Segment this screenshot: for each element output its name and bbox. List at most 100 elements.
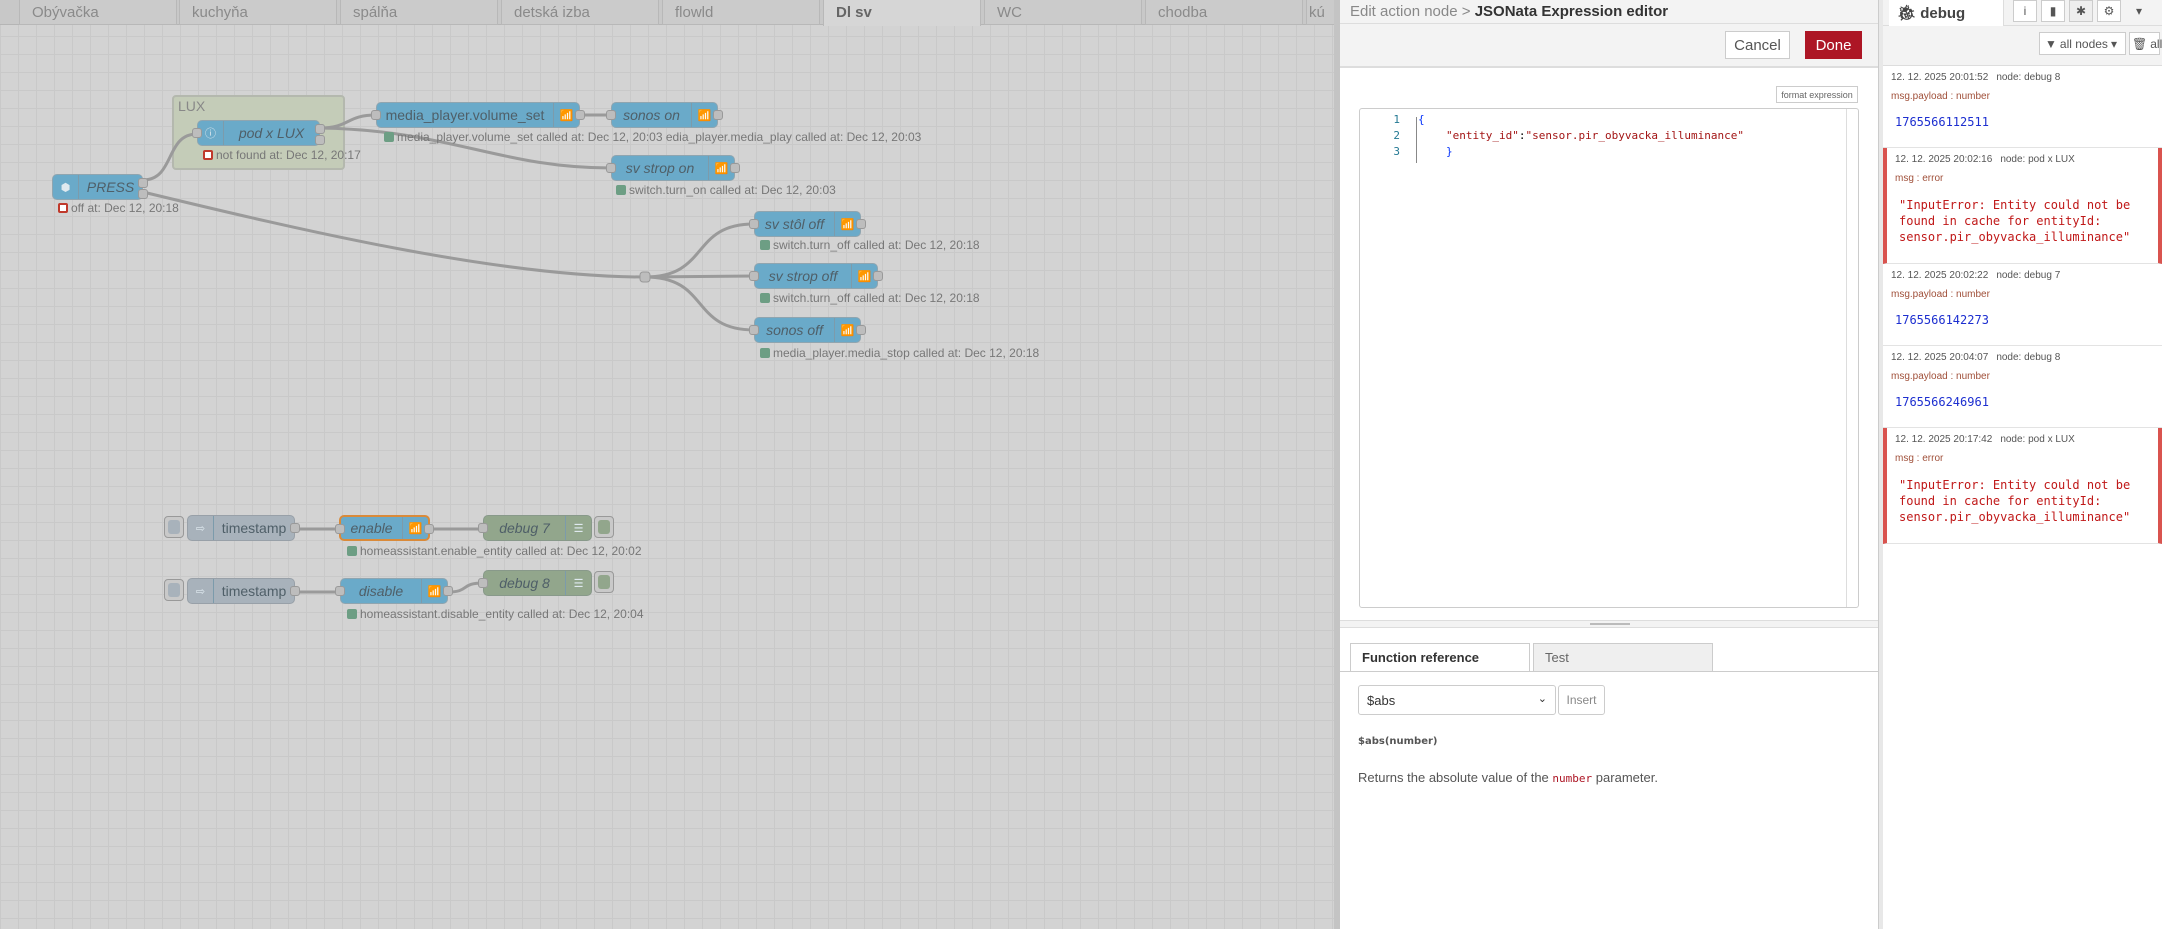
tab-spalna[interactable]: spálňa <box>340 0 498 25</box>
node-enable[interactable]: enable📶 <box>335 515 434 541</box>
function-signature: $abs(number) <box>1358 736 1438 747</box>
code-editor[interactable]: 1 { 2 "entity_id":"sensor.pir_obyvacka_i… <box>1359 108 1859 608</box>
wire <box>142 190 646 279</box>
input-port[interactable] <box>749 271 759 281</box>
arrow-right-icon: ⇨ <box>188 516 214 540</box>
node-sv-strop-off[interactable]: sv strop off📶 <box>749 263 883 289</box>
input-port[interactable] <box>749 325 759 335</box>
output-port[interactable] <box>856 219 866 229</box>
node-sv-stol-off[interactable]: sv stôl off📶 <box>749 211 866 237</box>
output-port[interactable] <box>730 163 740 173</box>
tab-flowld[interactable]: flowld <box>662 0 820 25</box>
output-port[interactable] <box>713 110 723 120</box>
message-value[interactable]: "InputError: Entity could not be found i… <box>1899 198 2138 244</box>
node-status: not found at: Dec 12, 20:17 <box>203 148 361 162</box>
node-debug-8[interactable]: debug 8☰ <box>478 570 592 596</box>
input-port[interactable] <box>371 110 381 120</box>
info-icon: ⓘ <box>198 121 224 145</box>
book-icon[interactable]: ▮ <box>2041 0 2065 22</box>
node-status: homeassistant.disable_entity called at: … <box>347 607 644 621</box>
node-volume-set[interactable]: media_player.volume_set📶 <box>371 102 585 128</box>
info-icon[interactable]: i <box>2013 0 2037 22</box>
bug-icon[interactable]: ✱ <box>2069 0 2093 22</box>
filter-nodes-dropdown[interactable]: ▼all nodes▾ <box>2039 32 2126 55</box>
tab-dl-sv[interactable]: Dl sv <box>823 0 981 26</box>
message-value[interactable]: 1765566112511 <box>1895 115 1989 129</box>
tab-kuchyna[interactable]: kuchyňa <box>179 0 337 25</box>
node-label: sv strop on <box>625 160 695 176</box>
output-port[interactable] <box>424 524 434 534</box>
tab-detska-izba[interactable]: detská izba <box>501 0 659 25</box>
insert-button[interactable]: Insert <box>1558 685 1605 715</box>
cancel-button[interactable]: Cancel <box>1725 31 1790 59</box>
inject-button[interactable] <box>164 516 184 538</box>
output-port[interactable] <box>873 271 883 281</box>
flow-canvas[interactable]: Obývačka kuchyňa spálňa detská izba flow… <box>0 0 1334 929</box>
output-port[interactable] <box>443 586 453 596</box>
input-port[interactable] <box>478 578 488 588</box>
clear-messages-button[interactable]: 🗑︎all <box>2129 32 2162 55</box>
output-port[interactable] <box>138 178 148 188</box>
message-value[interactable]: 1765566246961 <box>1895 395 1989 409</box>
input-port[interactable] <box>335 586 345 596</box>
input-port[interactable] <box>606 163 616 173</box>
router-icon: 📶 <box>402 517 428 539</box>
debug-toggle-button[interactable] <box>594 571 614 593</box>
node-sonos-off[interactable]: sonos off📶 <box>749 317 866 343</box>
output-port[interactable] <box>138 189 148 199</box>
tab-test[interactable]: Test <box>1533 643 1713 671</box>
inject-button[interactable] <box>164 579 184 601</box>
debug-toggle-button[interactable] <box>594 516 614 538</box>
debug-tab[interactable]: 🐞︎ debug <box>1889 0 2004 27</box>
node-status: homeassistant.enable_entity called at: D… <box>347 544 642 558</box>
output-port[interactable] <box>290 523 300 533</box>
node-pod-x-lux[interactable]: ⓘ pod x LUX <box>192 120 325 146</box>
tab-chodba[interactable]: chodba <box>1145 0 1303 25</box>
status-ok-icon <box>347 609 357 619</box>
tab-obyvacka[interactable]: Obývačka <box>19 0 177 25</box>
node-disable[interactable]: disable📶 <box>335 578 453 604</box>
input-port[interactable] <box>335 524 345 534</box>
node-label: pod x LUX <box>238 125 305 141</box>
editor-scrollbar[interactable] <box>1846 109 1858 607</box>
status-error-icon <box>203 150 213 160</box>
output-port[interactable] <box>315 124 325 134</box>
input-port[interactable] <box>192 128 202 138</box>
output-port[interactable] <box>290 586 300 596</box>
input-port[interactable] <box>749 219 759 229</box>
output-port[interactable] <box>575 110 585 120</box>
input-port[interactable] <box>478 523 488 533</box>
node-press[interactable]: ⬢PRESS <box>52 174 148 200</box>
gear-icon[interactable]: ⚙ <box>2097 0 2121 22</box>
node-label: sv stôl off <box>764 216 825 232</box>
node-timestamp-2[interactable]: ⇨timestamp <box>187 578 300 604</box>
node-sonos-on[interactable]: sonos on📶 <box>606 102 723 128</box>
tab-function-reference[interactable]: Function reference <box>1350 643 1530 672</box>
input-port[interactable] <box>606 110 616 120</box>
tab-wc[interactable]: WC <box>984 0 1142 25</box>
message-value[interactable]: 1765566142273 <box>1895 313 1989 327</box>
output-port[interactable] <box>856 325 866 335</box>
breadcrumb[interactable]: Edit action node > <box>1350 3 1471 20</box>
chevron-down-icon[interactable]: ▾ <box>2135 4 2143 18</box>
node-timestamp-1[interactable]: ⇨timestamp <box>187 515 300 541</box>
message-value[interactable]: "InputError: Entity could not be found i… <box>1899 478 2138 524</box>
wires <box>142 113 755 594</box>
done-button[interactable]: Done <box>1805 31 1862 59</box>
tab-ku[interactable]: kú <box>1306 0 1334 25</box>
node-debug-7[interactable]: debug 7☰ <box>478 515 592 541</box>
output-port[interactable] <box>315 135 325 145</box>
resize-handle[interactable] <box>1340 620 1878 628</box>
format-expression-button[interactable]: format expression <box>1776 86 1858 103</box>
node-label: sonos off <box>766 322 823 338</box>
function-select[interactable]: $abs⌄ <box>1358 685 1556 715</box>
node-sv-strop-on[interactable]: sv strop on📶 <box>606 155 740 181</box>
